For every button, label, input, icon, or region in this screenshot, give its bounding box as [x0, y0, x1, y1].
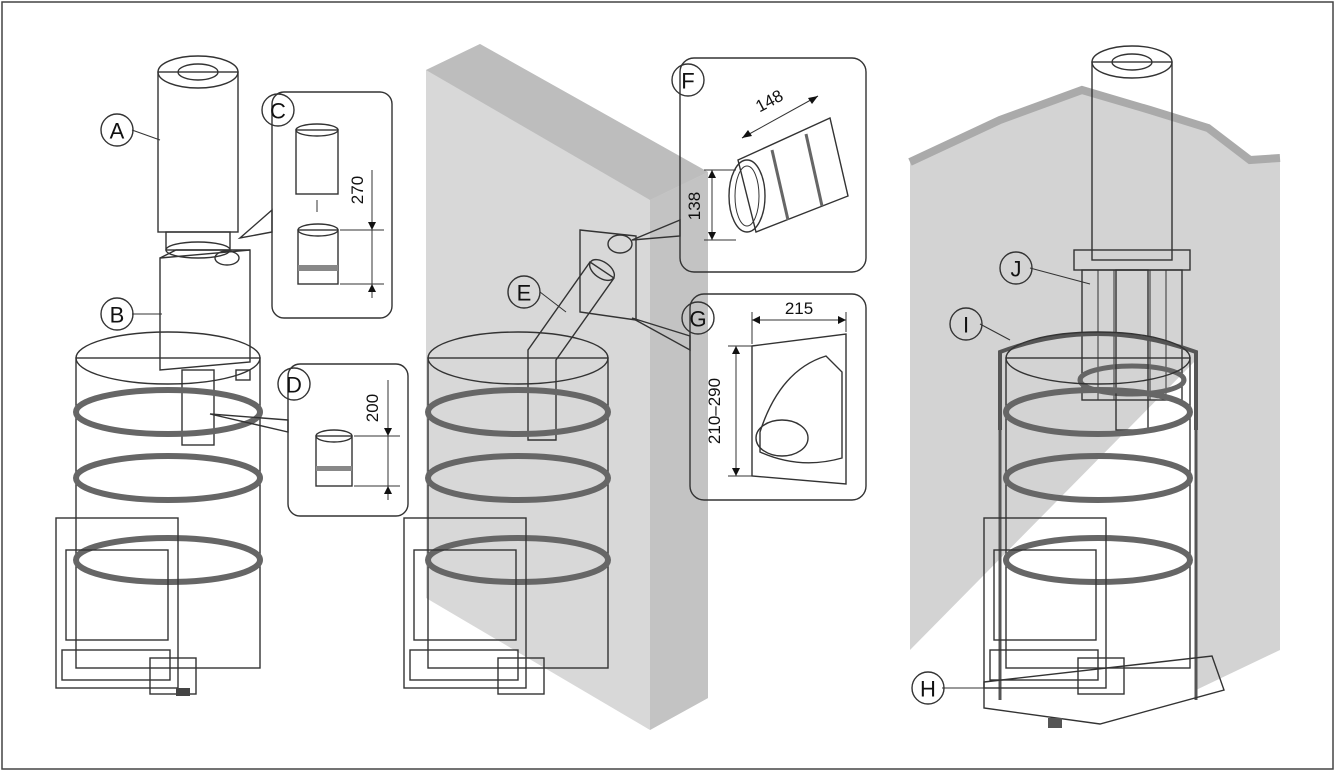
- svg-text:H: H: [920, 677, 936, 702]
- svg-text:G: G: [689, 307, 706, 332]
- callout-g: G: [681, 301, 715, 335]
- svg-text:E: E: [517, 281, 532, 306]
- callout-h: H: [911, 671, 945, 705]
- callout-j: J: [999, 251, 1033, 285]
- detail-box-g: 215 210–290: [631, 293, 867, 501]
- dim-label-200: 200: [363, 394, 382, 422]
- svg-text:B: B: [110, 303, 125, 328]
- svg-text:I: I: [963, 313, 969, 338]
- firebox-right: [983, 517, 1125, 695]
- firebox-left: [55, 517, 197, 696]
- detail-box-d: 200: [209, 363, 409, 517]
- svg-text:J: J: [1011, 257, 1022, 282]
- firebox-middle: [403, 517, 545, 695]
- callout-d: D: [277, 367, 311, 401]
- adapter-c-bottom: [297, 223, 339, 285]
- svg-text:C: C: [270, 99, 286, 124]
- detail-box-c: 270: [237, 91, 393, 319]
- callout-c: C: [261, 93, 295, 127]
- callout-i: I: [949, 307, 983, 341]
- stove-pipe-d: [181, 369, 215, 446]
- sleeve-f: [728, 117, 849, 233]
- callout-b: B: [100, 297, 134, 331]
- stone-cage-middle: [425, 331, 611, 669]
- svg-text:F: F: [681, 69, 694, 94]
- wall-plate-g: [751, 333, 847, 485]
- callout-e: E: [507, 275, 541, 309]
- stone-cage-right: [1003, 331, 1193, 669]
- adapter-c-top: [295, 123, 339, 195]
- chimney-pipe-right: [1091, 45, 1173, 261]
- heater-left: [55, 55, 263, 696]
- svg-text:A: A: [110, 119, 125, 144]
- dim-label-270: 270: [348, 176, 367, 204]
- dim-label-138: 138: [685, 192, 704, 220]
- floor-base-h: [983, 655, 1225, 728]
- connector-pipe-e: [527, 258, 616, 441]
- wall-middle: [426, 44, 708, 730]
- adapter-d: [315, 429, 353, 487]
- heater-middle: [403, 331, 611, 695]
- svg-text:D: D: [286, 373, 302, 398]
- heater-right: [983, 45, 1225, 728]
- dim-label-215: 215: [785, 299, 813, 318]
- callout-leaders: [131, 129, 1091, 689]
- dim-label-210-290: 210–290: [705, 378, 724, 444]
- callout-a: A: [100, 113, 134, 147]
- callout-f: F: [671, 63, 705, 97]
